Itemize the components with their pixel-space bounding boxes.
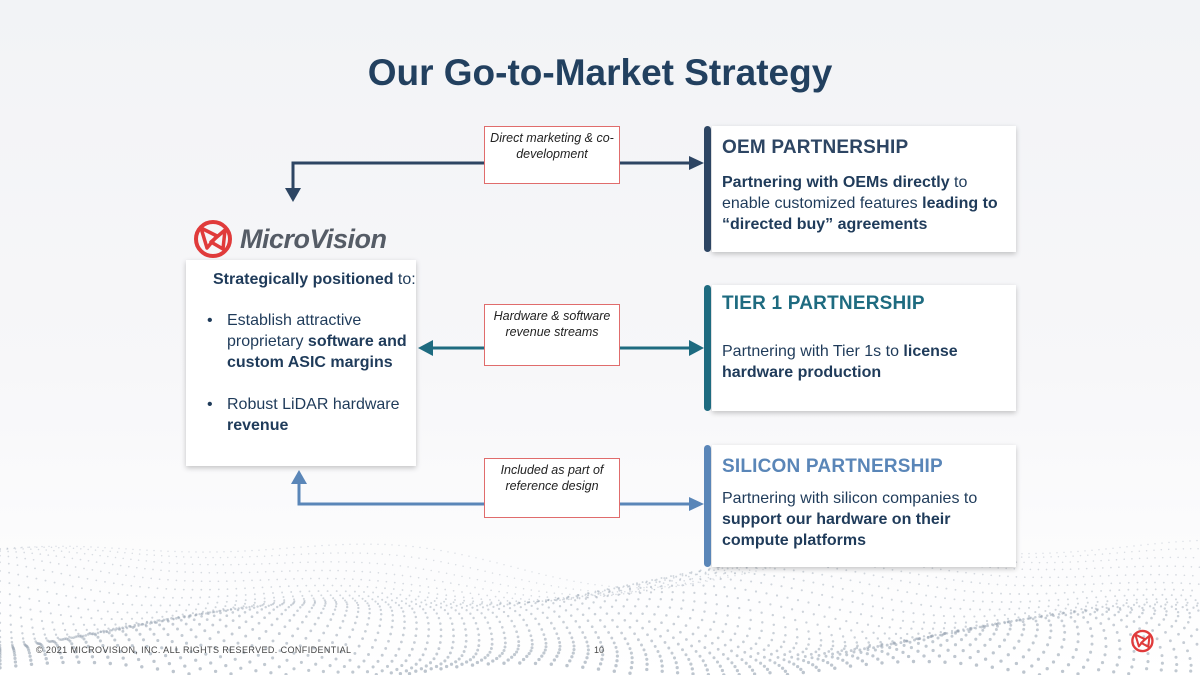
page-number: 10 xyxy=(594,645,605,655)
positioning-intro: Strategically positioned to: xyxy=(213,269,416,290)
silicon-partnership-card xyxy=(712,445,1016,567)
intro-bold: Strategically positioned xyxy=(213,271,394,288)
tier1-card-body: Partnering with Tier 1s to license hardw… xyxy=(722,341,1014,383)
oem-body-mid: to enable customized features xyxy=(722,174,968,212)
silicon-arrow-up xyxy=(291,470,307,484)
silicon-arrow-right xyxy=(689,497,704,511)
positioning-panel: Strategically positioned to: Establish a… xyxy=(186,260,416,466)
page-title: Our Go-to-Market Strategy xyxy=(367,52,833,93)
silicon-card-title: SILICON PARTNERSHIP xyxy=(722,456,943,477)
tier1-accent-bar xyxy=(704,285,711,411)
oem-connector-label: Direct marketing & co-development xyxy=(484,126,620,184)
bullet-revenue-text: Robust LiDAR hardware xyxy=(227,396,400,413)
tier1-connector-label: Hardware & software revenue streams xyxy=(484,304,620,366)
oem-partnership-card xyxy=(712,126,1016,252)
oem-arrow-right xyxy=(689,156,704,170)
footer-logo-icon xyxy=(1131,629,1154,653)
microvision-wordmark: MicroVision xyxy=(240,224,387,254)
oem-accent-bar xyxy=(704,126,711,252)
microvision-emblem-icon xyxy=(194,220,232,258)
tier1-body-bold: license hardware production xyxy=(722,343,958,381)
tier1-body-text: Partnering with Tier 1s to xyxy=(722,343,904,360)
bullet-revenue: Robust LiDAR hardware revenue xyxy=(203,394,437,436)
oem-card-body: Partnering with OEMs directly to enable … xyxy=(722,172,1014,235)
bullet-margins-bold: software and custom ASIC margins xyxy=(227,333,407,371)
oem-body-bold1: Partnering with OEMs directly xyxy=(722,174,950,191)
bullet-margins: Establish attractive proprietary softwar… xyxy=(203,310,437,373)
tier1-arrow-right xyxy=(689,340,704,356)
silicon-accent-bar xyxy=(704,445,711,567)
silicon-body-text: Partnering with silicon companies to xyxy=(722,490,978,507)
oem-card-title: OEM PARTNERSHIP xyxy=(722,137,909,158)
footer-copyright: © 2021 MICROVISION, INC. ALL RIGHTS RESE… xyxy=(36,645,352,655)
bullet-margins-text: Establish attractive proprietary xyxy=(227,312,362,350)
bullet-revenue-bold: revenue xyxy=(227,417,289,434)
tier1-card-title: TIER 1 PARTNERSHIP xyxy=(722,293,925,314)
silicon-card-body: Partnering with silicon companies to sup… xyxy=(722,488,1014,551)
microvision-logo: MicroVision xyxy=(192,218,402,260)
silicon-body-bold: support our hardware on their compute pl… xyxy=(722,511,951,549)
oem-body-bold2: leading to “directed buy” agreements xyxy=(722,195,998,233)
intro-rest: to: xyxy=(393,271,416,288)
oem-arrow-down xyxy=(285,188,301,202)
silicon-connector-label: Included as part of reference design xyxy=(484,458,620,518)
tier1-partnership-card xyxy=(712,285,1016,411)
